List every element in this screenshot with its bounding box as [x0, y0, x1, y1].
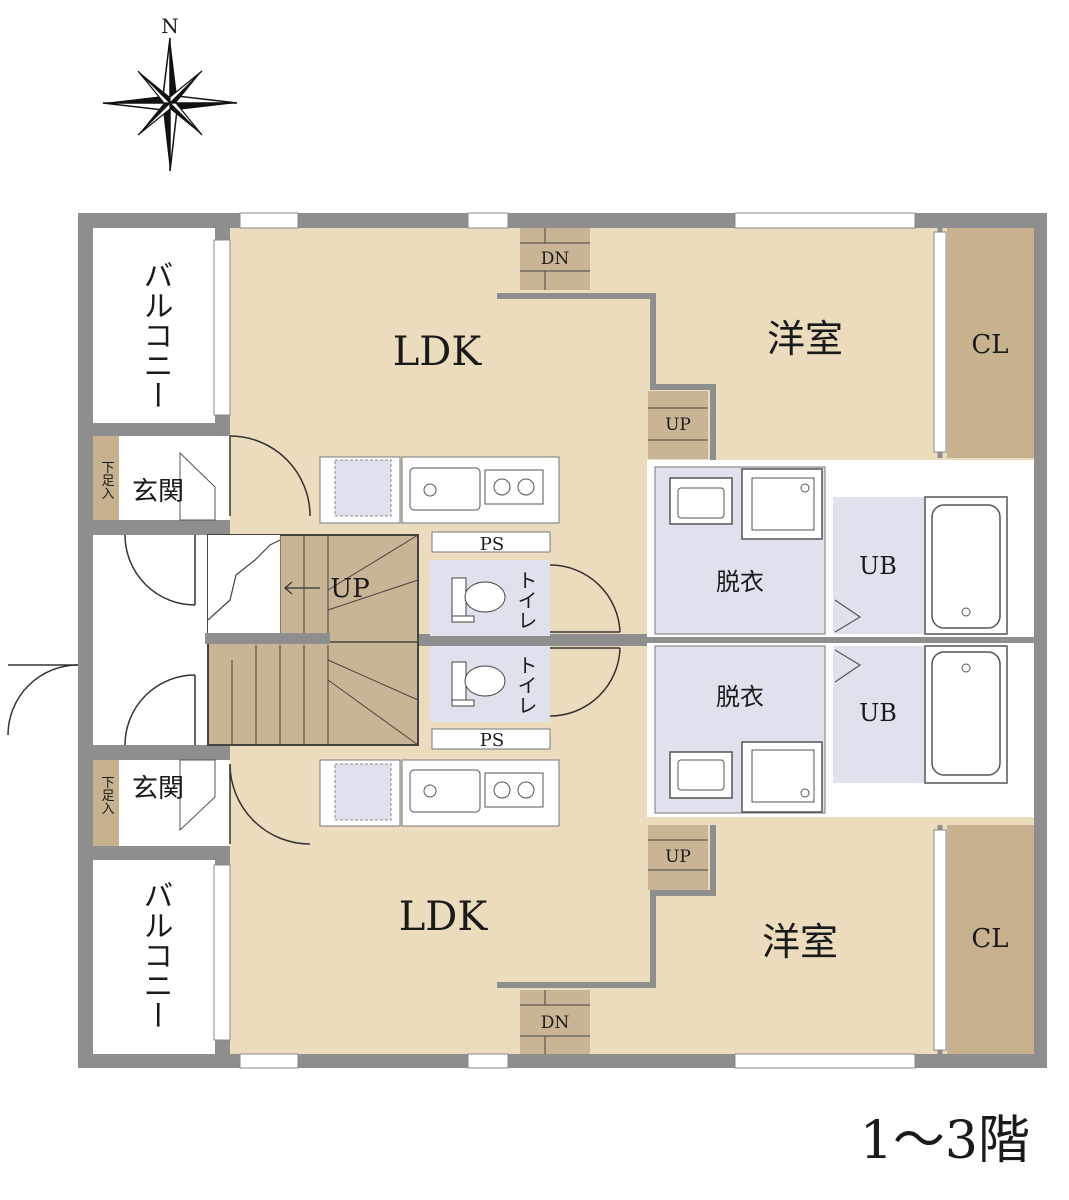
unit1-closet — [947, 228, 1034, 458]
floor-label: 1〜3階 — [860, 1111, 1030, 1171]
unit2-shoe-storage — [93, 760, 119, 846]
unit2-closet-label: CL — [971, 924, 1008, 954]
unit2-pipe-space — [431, 728, 551, 750]
unit1-bath-floor — [833, 497, 925, 634]
compass-star-icon — [102, 37, 238, 172]
unit1-balcony-label: バルコニー — [138, 260, 173, 410]
unit1-closet-label: CL — [971, 330, 1008, 360]
compass: N — [102, 14, 238, 172]
unit2-stair-down — [520, 990, 590, 1054]
common-stair-label: UP — [330, 574, 369, 604]
unit1-pipe-space — [431, 531, 551, 553]
unit1-shoe-storage — [93, 436, 119, 520]
unit2-changing-room-label: 脱衣 — [716, 683, 764, 711]
unit2-closet — [947, 825, 1034, 1054]
unit1-toilet-icon — [451, 577, 506, 623]
unit1-stair-up — [648, 391, 708, 459]
unit2-shoe-storage-label: 下足入 — [99, 776, 115, 815]
unit2-bathtub-icon — [924, 645, 1008, 784]
unit1-stair-down-label: DN — [541, 249, 570, 269]
unit2-stair-down-label: DN — [541, 1013, 570, 1033]
unit1-ldk-label: LDK — [393, 329, 483, 375]
unit2-bath-floor — [833, 646, 925, 783]
unit2-toilet-label: トイレ — [514, 655, 538, 715]
doors — [7, 435, 621, 845]
windows — [213, 212, 947, 1069]
unit2-entrance-label: 玄関 — [132, 774, 184, 804]
unit2-washer-icon — [741, 741, 823, 813]
unit2-toilet-icon — [451, 661, 506, 707]
unit2-stair-up — [648, 825, 708, 890]
unit2-basin-icon — [669, 751, 733, 799]
unit1-bath-label: UB — [859, 552, 897, 580]
unit2-ldk-label: LDK — [399, 894, 489, 940]
unit2-balcony-label: バルコニー — [138, 880, 173, 1030]
unit1-pipe-space-label: PS — [480, 534, 504, 555]
unit1-bathtub-icon — [924, 496, 1008, 635]
north-label: N — [161, 14, 179, 38]
unit2-balcony — [93, 860, 215, 1054]
unit2-stair-up-label: UP — [665, 847, 691, 867]
unit2-bath-label: UB — [859, 699, 897, 727]
unit1-entrance-label: 玄関 — [132, 477, 184, 507]
common-stair: UP — [205, 534, 419, 746]
unit2-western-room-label: 洋室 — [762, 920, 838, 964]
unit1-shoe-storage-label: 下足入 — [99, 461, 115, 500]
unit1-western-room-label: 洋室 — [767, 317, 843, 361]
unit1-stair-down — [520, 228, 590, 290]
unit1-changing-room-label: 脱衣 — [716, 568, 764, 596]
unit1-kitchen — [319, 456, 560, 524]
unit1-toilet-label: トイレ — [514, 570, 538, 630]
unit1-basin-icon — [669, 477, 733, 525]
unit1-stair-up-label: UP — [665, 415, 691, 435]
unit2-kitchen — [319, 759, 560, 827]
unit1-washer-icon — [741, 468, 823, 540]
unit2-pipe-space-label: PS — [480, 730, 504, 751]
unit1-balcony — [93, 228, 215, 423]
